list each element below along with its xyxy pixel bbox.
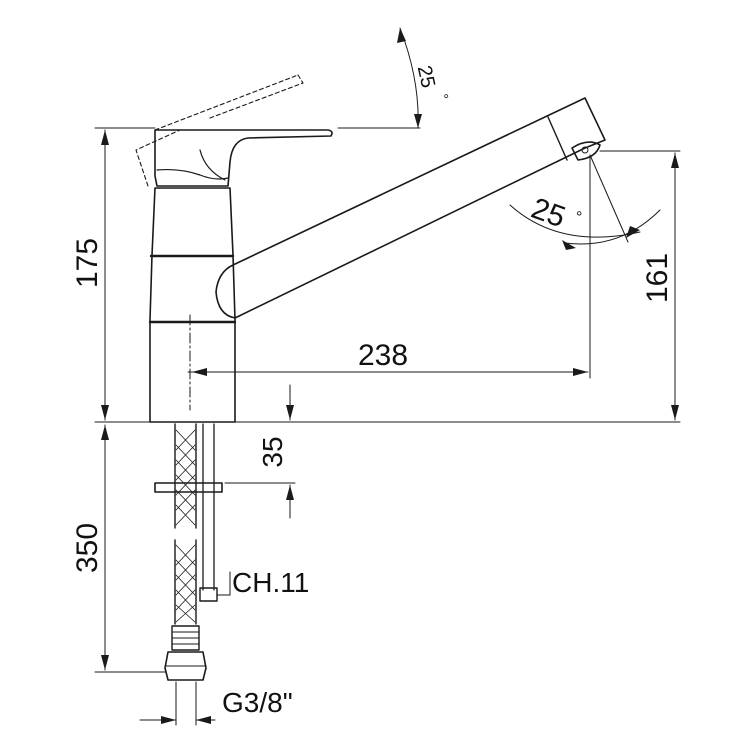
handle-tilted-outline (135, 74, 304, 187)
thread-size-label: G3/8" (222, 687, 293, 718)
faucet-body (148, 187, 237, 423)
mounting-plate (154, 482, 223, 493)
dimension-labels: 175 350 161 238 35 CH.11 G3/8" 25 ° 25 ° (71, 64, 674, 718)
overall-height-label: 175 (71, 238, 104, 288)
extension-lines (94, 127, 681, 726)
spout (215, 97, 606, 319)
spout-height-label: 161 (641, 253, 674, 303)
spout-reach-label: 238 (358, 339, 408, 372)
dimension-lines (101, 27, 679, 724)
spout-swivel-angle-label: 25 (527, 192, 570, 234)
handle-tilt-unit-label: ° (435, 92, 452, 101)
wrench-size-label: CH.11 (232, 567, 309, 598)
fixing-stud (199, 423, 218, 602)
hose-length-label: 350 (71, 523, 104, 573)
spout-swivel-unit-label: ° (576, 209, 582, 226)
handle-tilt-angle-label: 25 (413, 64, 439, 90)
mount-thickness-label: 35 (257, 436, 288, 467)
supply-hose-left (164, 423, 207, 681)
lever-handle (154, 129, 333, 187)
